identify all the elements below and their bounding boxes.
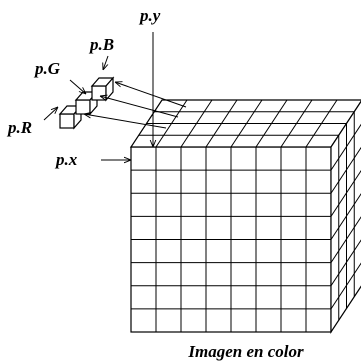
- p-r-label: p.R: [6, 118, 32, 137]
- depth-arrow-2: [100, 96, 179, 118]
- p-y-label: p.y: [138, 6, 161, 25]
- pixel-cube: [129, 99, 361, 334]
- depth-arrow-3: [84, 114, 167, 129]
- p-b-arrow: [103, 55, 109, 70]
- arrows: [43, 32, 187, 160]
- p-g-arrow: [69, 79, 86, 94]
- p-r-arrow: [43, 107, 58, 121]
- p-x-label: p.x: [54, 150, 78, 169]
- pixel-channel-blocks: [58, 76, 115, 130]
- caption: Imagen en color: [187, 342, 304, 361]
- p-g-label: p.G: [33, 59, 61, 78]
- depth-arrow-1: [115, 82, 187, 108]
- p-b-label: p.B: [88, 35, 114, 54]
